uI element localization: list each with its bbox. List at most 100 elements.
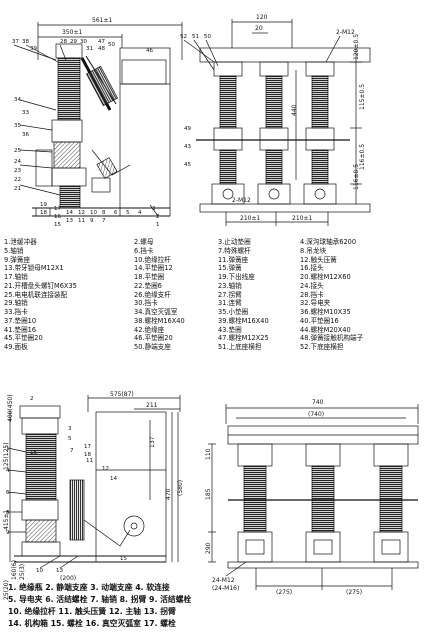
dim-185: 185: [205, 488, 212, 500]
legend-item: 17.轴销: [4, 273, 28, 281]
callout: 12: [102, 466, 109, 472]
bottom-legend-line: 14. 机构箱 15. 螺栓 16. 真空灭弧室 17. 螺栓: [8, 619, 176, 628]
callout: 4: [6, 468, 10, 474]
legend-item: 51.上底座横担: [218, 343, 262, 351]
callout: 50: [204, 34, 211, 40]
dim-2m12-top: 2-M12: [336, 29, 355, 36]
callout: 6: [6, 490, 10, 496]
dim-25-3: 25(3): [19, 564, 26, 580]
legend-item: 48.弹簧接触机构端子: [300, 334, 364, 343]
bottom-right-front-view: [208, 404, 419, 590]
top-left-side-view: [13, 22, 183, 217]
callout: 4: [138, 210, 142, 216]
callout: 45: [184, 162, 191, 168]
legend-item: 41.垫圈16: [4, 325, 37, 334]
legend-item: 7.特殊螺杆: [218, 246, 251, 255]
callout: 31: [86, 46, 93, 52]
callout: 16: [30, 450, 37, 456]
legend-item: 40.平垫圈16: [300, 316, 339, 325]
dim-115: 115±0.5: [359, 84, 366, 110]
legend-item: 37.垫圈10: [4, 316, 37, 325]
callout: 35: [14, 123, 21, 129]
callout: 34: [14, 97, 21, 103]
callout: 49: [184, 126, 191, 132]
callout: 10: [36, 568, 43, 574]
callout: 11: [78, 218, 85, 224]
legend-item: 1.泄缓冲器: [4, 238, 37, 246]
pole-a: [237, 443, 273, 563]
callout: 24: [14, 159, 21, 165]
dim-20: 20: [255, 25, 263, 32]
legend-item: 12.触头压簧: [300, 255, 337, 264]
legend-item: 19.下出线座: [218, 273, 255, 281]
callout: 12: [78, 210, 85, 216]
callout: 25: [14, 148, 21, 154]
callout: 9: [6, 530, 10, 536]
callout: 5: [126, 210, 130, 216]
legend-item: 18.平垫圈: [134, 273, 165, 281]
callout: 2: [30, 396, 34, 402]
legend-item: 15.弹簧: [218, 264, 242, 273]
callout: 11: [86, 458, 93, 464]
dim-740: 740: [312, 399, 324, 406]
callout: 1: [156, 222, 160, 228]
legend-item: 42.绝缘座: [134, 325, 165, 334]
legend-item: 38.螺栓M16X40: [134, 316, 185, 325]
callout-labels: 37 38 39 28 29 30 31 47 48 50 46 34 35 3…: [6, 34, 211, 574]
callout: 21: [14, 186, 21, 192]
callout: 14: [66, 210, 73, 216]
callout: 51: [192, 34, 199, 40]
dim-740-paren: (740): [308, 411, 324, 418]
callout: 7: [70, 448, 74, 454]
legend-item: 13.带牙锁母M12X1: [4, 264, 64, 273]
callout: 16: [54, 214, 61, 220]
callout: 2: [156, 214, 160, 220]
dim-125: 125(125): [3, 442, 10, 470]
callout: 47: [98, 39, 105, 45]
bottom-legend-line: 1. 绝缘瓶 2. 静端支座 3. 动端支座 4. 软连接: [8, 583, 170, 592]
legend-item: 27.拐臂: [218, 290, 242, 299]
callout: 43: [184, 144, 191, 150]
callout: 36: [22, 132, 29, 138]
legend-item: 24.接头: [300, 281, 324, 290]
callout: 6: [114, 210, 118, 216]
callout: 14: [110, 476, 117, 482]
legend-item: 20.螺栓M12X60: [300, 273, 351, 281]
dim-211: 211: [146, 402, 158, 409]
legend-item: 36.螺栓M10X35: [300, 308, 351, 316]
callout: 19: [40, 202, 47, 208]
pole-c: [373, 443, 409, 563]
legend-item: 25.电电机联连接装配: [4, 290, 68, 299]
callout: 15: [120, 556, 127, 562]
parts-legend: 1.泄缓冲器 2.螺母 3.止动垫圈 4.深沟球轴承6200 5.轴销 6.挡卡…: [4, 238, 440, 354]
dim-200: (200): [60, 575, 76, 582]
callout: 22: [14, 177, 21, 183]
dim-415: 415±1: [3, 510, 10, 530]
legend-item: 47.螺栓M12X25: [218, 334, 269, 343]
callout: 46: [146, 48, 153, 54]
dim-width-total: 561±1: [92, 17, 112, 24]
legend-item: 31.连臂: [218, 299, 242, 308]
dim-580: (580): [177, 480, 184, 496]
legend-item: 2.螺母: [134, 238, 154, 246]
legend-item: 29.轴销: [4, 299, 28, 308]
dim-24m12: 24-M12: [212, 577, 235, 584]
legend-item: 23.轴销: [218, 281, 242, 290]
bottom-legend-line: 5. 导电夹 6. 活结螺栓 7. 轴销 8. 拐臂 9. 活结螺栓: [8, 595, 192, 604]
dim-2m12-bottom: 2-M12: [232, 197, 251, 204]
dim-137: 137: [149, 436, 156, 448]
dim-24m16: (24-M16): [212, 585, 239, 592]
dim-400: 400(450): [7, 394, 14, 422]
callout: 15: [54, 222, 61, 228]
dim-110: 110: [205, 448, 212, 460]
dim-275-a: (275): [276, 589, 292, 596]
legend-item: 52.下底座横担: [300, 343, 344, 351]
legend-item: 22.垫圈6: [134, 281, 162, 290]
legend-item: 16.接头: [300, 264, 324, 273]
dim-440: 440: [291, 104, 298, 116]
dim-575: 575(87): [110, 391, 134, 398]
legend-item: 21.开槽盘头螺钉M6X35: [4, 281, 77, 290]
bottom-left-side-view: [7, 395, 181, 569]
legend-item: 5.轴销: [4, 246, 24, 255]
